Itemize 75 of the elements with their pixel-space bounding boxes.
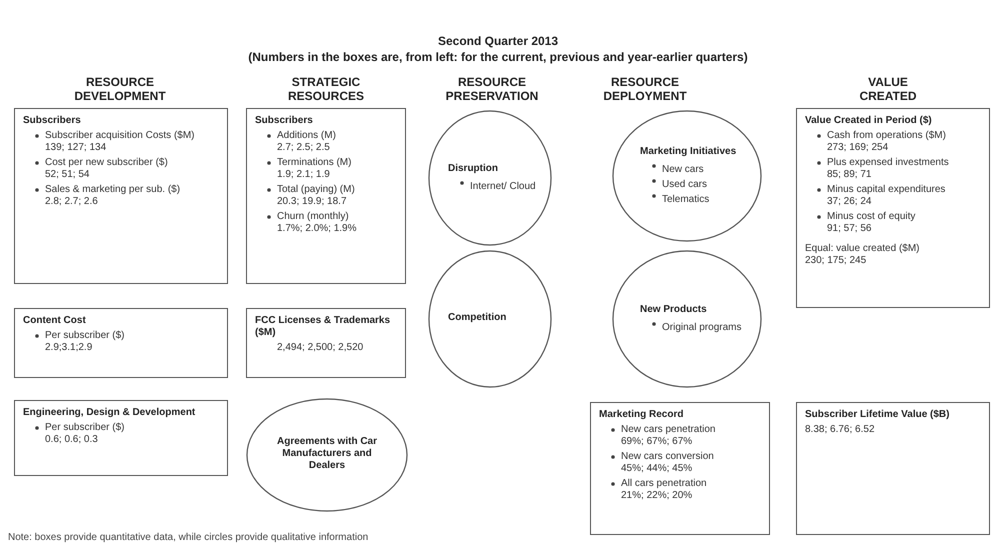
bullet-item: Original programs (662, 322, 742, 333)
bullet-item: New cars (662, 164, 704, 175)
bullet-item: Per subscriber ($) (45, 330, 124, 341)
value-text: 1.9; 2.1; 1.9 (277, 169, 331, 181)
value-text: 0.6; 0.6; 0.3 (45, 434, 99, 446)
value-text: 2.8; 2.7; 2.6 (45, 196, 99, 208)
data-box (590, 402, 770, 535)
title: Second Quarter 2013 (436, 34, 560, 48)
value-text: 139; 127; 134 (45, 142, 108, 154)
column-heading: VALUE CREATED (858, 75, 918, 103)
column-heading: RESOURCE PRESERVATION (444, 75, 540, 103)
node-heading: Disruption (448, 163, 499, 175)
bullet-item: Additions (M) (277, 130, 336, 141)
column-heading: RESOURCE DEPLOYMENT (602, 75, 688, 103)
ellipse-node (428, 110, 552, 246)
node-heading: FCC Licenses & Trademarks ($M) (255, 315, 392, 339)
bullet-item: Minus capital expenditures (827, 184, 946, 195)
ellipse-node (246, 398, 408, 512)
ellipse-node (612, 250, 762, 388)
node-heading: Agreements with Car Manufacturers and Dealers (276, 436, 378, 472)
value-text: 1.7%; 2.0%; 1.9% (277, 223, 358, 235)
data-box (246, 308, 406, 378)
node-heading: Marketing Record (599, 409, 684, 421)
bullet-item: Cost per new subscriber ($) (45, 157, 168, 168)
ellipse-node (428, 250, 552, 388)
bullet-item: New cars conversion (621, 451, 714, 462)
bullet-item: Churn (monthly) (277, 211, 349, 222)
column-heading: STRATEGIC RESOURCES (286, 75, 365, 103)
value-text: 91; 57; 56 (827, 223, 872, 235)
bullet-item: Plus expensed investments (827, 157, 949, 168)
node-heading: Competition (448, 312, 508, 324)
note: Note: boxes provide quantitative data, while circles provide qualitative information (8, 532, 368, 543)
value-text: 20.3; 19.9; 18.7 (277, 196, 348, 208)
data-box (14, 308, 228, 378)
data-box (796, 108, 990, 308)
value-text: 230; 175; 245 (805, 255, 868, 267)
ellipse-node (612, 110, 762, 242)
bullet-item: Telematics (662, 194, 710, 205)
column-heading: RESOURCE DEVELOPMENT (73, 75, 167, 103)
node-heading: Subscriber Lifetime Value ($B) (805, 409, 950, 421)
node-heading: Content Cost (23, 315, 87, 327)
node-heading: Subscribers (23, 115, 82, 127)
value-text: 273; 169; 254 (827, 142, 890, 154)
bullet-item: Terminations (M) (277, 157, 352, 168)
data-box (796, 402, 990, 535)
value-text: 21%; 22%; 20% (621, 490, 694, 502)
body-text: Equal: value created ($M) (805, 243, 921, 255)
subtitle: (Numbers in the boxes are, from left: for the current, previous and year-earlier quarters) (247, 50, 749, 64)
value-text: 2,494; 2,500; 2,520 (277, 342, 364, 354)
value-text: 2.9;3.1;2.9 (45, 342, 94, 354)
node-heading: New Products (640, 304, 708, 316)
data-box (14, 108, 228, 284)
value-text: 69%; 67%; 67% (621, 436, 694, 448)
bullet-item: Total (paying) (M) (277, 184, 355, 195)
bullet-item: Minus cost of equity (827, 211, 916, 222)
bullet-item: Subscriber acquisition Costs ($M) (45, 130, 194, 141)
data-box (246, 108, 406, 284)
value-text: 52; 51; 54 (45, 169, 90, 181)
node-heading: Engineering, Design & Development (23, 407, 196, 419)
bullet-item: Per subscriber ($) (45, 422, 124, 433)
bullet-item: Sales & marketing per sub. ($) (45, 184, 180, 195)
value-text: 8.38; 6.76; 6.52 (805, 424, 876, 436)
value-text: 37; 26; 24 (827, 196, 872, 208)
data-box (14, 400, 228, 476)
value-text: 45%; 44%; 45% (621, 463, 694, 475)
bullet-item: All cars penetration (621, 478, 707, 489)
bullet-item: Internet/ Cloud (470, 181, 536, 192)
value-text: 85; 89; 71 (827, 169, 872, 181)
bullet-item: New cars penetration (621, 424, 716, 435)
node-heading: Subscribers (255, 115, 314, 127)
node-heading: Value Created in Period ($) (805, 115, 933, 127)
node-heading: Marketing Initiatives (640, 146, 738, 158)
value-text: 2.7; 2.5; 2.5 (277, 142, 331, 154)
bullet-item: Used cars (662, 179, 708, 190)
bullet-item: Cash from operations ($M) (827, 130, 946, 141)
